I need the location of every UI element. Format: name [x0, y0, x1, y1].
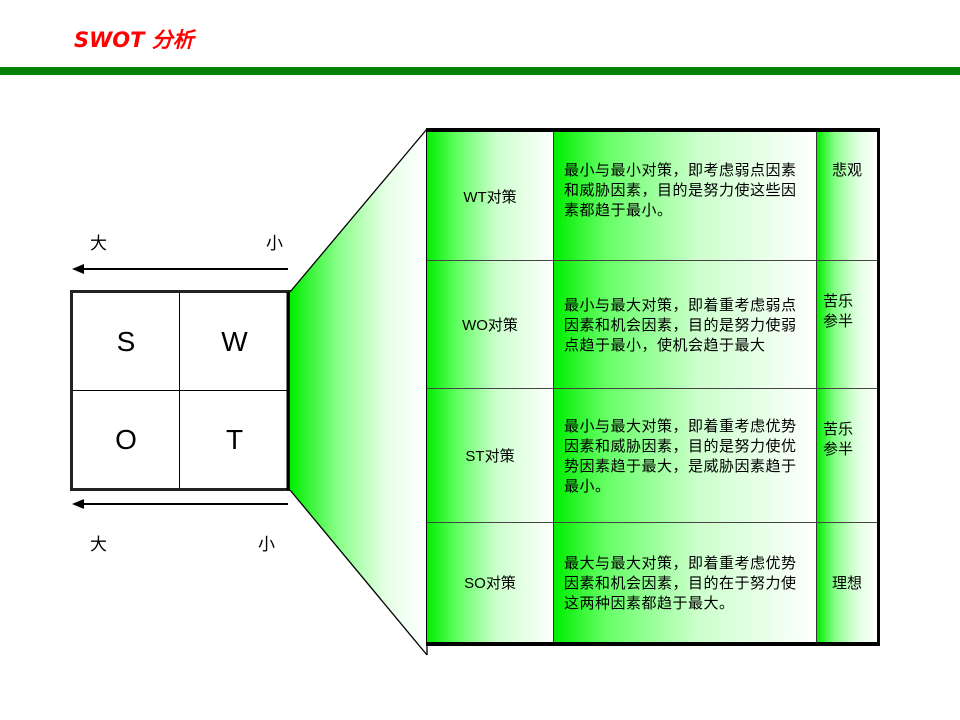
swot-cell-w: W: [180, 293, 289, 391]
strategy-description: 最小与最小对策，即考虑弱点因素和威胁因素，目的是努力使这些因素都趋于最小。: [554, 132, 817, 260]
strategy-row-so: SO对策 最大与最大对策，即着重考虑优势因素和机会因素，目的在于努力使这两种因素…: [427, 523, 877, 642]
arrow-left-icon: [72, 264, 84, 274]
strategy-row-st: ST对策 最小与最大对策，即着重考虑优势因素和威胁因素，目的是努力使优势因素趋于…: [427, 389, 877, 523]
header-rule: [0, 67, 960, 75]
strategy-row-wt: WT对策 最小与最小对策，即考虑弱点因素和威胁因素，目的是努力使这些因素都趋于最…: [427, 132, 877, 261]
slide-title: SWOT 分析: [74, 28, 194, 52]
strategy-description: 最大与最大对策，即着重考虑优势因素和机会因素，目的在于努力使这两种因素都趋于最大…: [554, 523, 817, 642]
strategy-description: 最小与最大对策，即着重考虑优势因素和威胁因素，目的是努力使优势因素趋于最大，是威…: [554, 389, 817, 522]
axis-top-right-label: 小: [266, 234, 283, 254]
swot-grid: S W O T: [70, 290, 292, 491]
strategy-table: WT对策 最小与最小对策，即考虑弱点因素和威胁因素，目的是努力使这些因素都趋于最…: [426, 128, 880, 646]
strategy-name: SO对策: [427, 523, 554, 642]
strategy-row-wo: WO对策 最小与最大对策，即着重考虑弱点因素和机会因素，目的是努力使弱点趋于最小…: [427, 261, 877, 389]
strategy-description: 最小与最大对策，即着重考虑弱点因素和机会因素，目的是努力使弱点趋于最小，使机会趋…: [554, 261, 817, 388]
strategy-outlook: 苦乐参半: [817, 261, 877, 388]
swot-cell-t: T: [225, 423, 244, 455]
swot-cell-s: S: [73, 293, 180, 391]
strategy-outlook: 理想: [817, 523, 877, 642]
axis-bottom-right-label: 小: [258, 535, 275, 555]
axis-bottom-arrow-line: [76, 503, 288, 505]
strategy-name: ST对策: [427, 389, 554, 522]
strategy-outlook: 苦乐参半: [817, 389, 877, 522]
swot-cell-o: O: [73, 391, 180, 488]
strategy-name: WT对策: [427, 132, 554, 260]
strategy-name: WO对策: [427, 261, 554, 388]
axis-bottom-left-label: 大: [90, 535, 107, 555]
strategy-outlook: 悲观: [817, 132, 877, 260]
arrow-left-icon: [72, 499, 84, 509]
axis-top-left-label: 大: [90, 234, 107, 254]
axis-top-arrow-line: [76, 268, 288, 270]
